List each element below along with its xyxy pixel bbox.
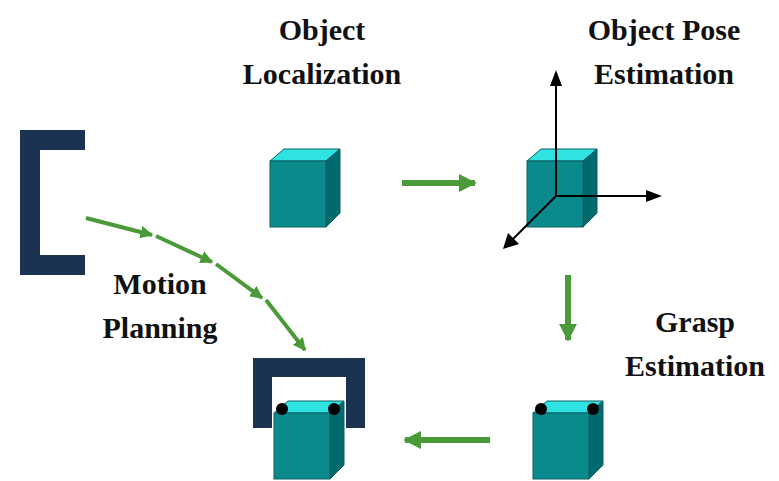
cube (533, 401, 603, 479)
grasp-point (328, 403, 340, 415)
step-title-wrap: Object Localization (212, 8, 432, 96)
flow-arrow (405, 437, 490, 443)
gripper (253, 358, 365, 428)
flow-arrow (565, 275, 571, 340)
flow-arrow (402, 180, 475, 186)
cube (274, 401, 344, 479)
step-node: Motion Planning (251, 356, 367, 480)
step-title-wrap: Object Pose Estimation (554, 8, 774, 96)
step-title-wrap: Motion Planning (75, 262, 245, 350)
step-title: Object Pose Estimation (554, 8, 774, 96)
axes (510, 80, 652, 242)
grasp-point (587, 403, 599, 415)
step-title: Grasp Estimation (615, 300, 775, 388)
step-title: Object Localization (212, 8, 432, 96)
step-title-wrap: Grasp Estimation (615, 300, 775, 388)
gripper (20, 130, 85, 275)
grasp-point (276, 403, 288, 415)
step-title: Motion Planning (75, 262, 245, 350)
cube (270, 149, 340, 227)
grasp-point (535, 403, 547, 415)
step-node: Object Pose Estimation (525, 148, 601, 228)
step-node: Object Localization (268, 148, 342, 228)
step-node: Grasp Estimation (531, 400, 607, 480)
